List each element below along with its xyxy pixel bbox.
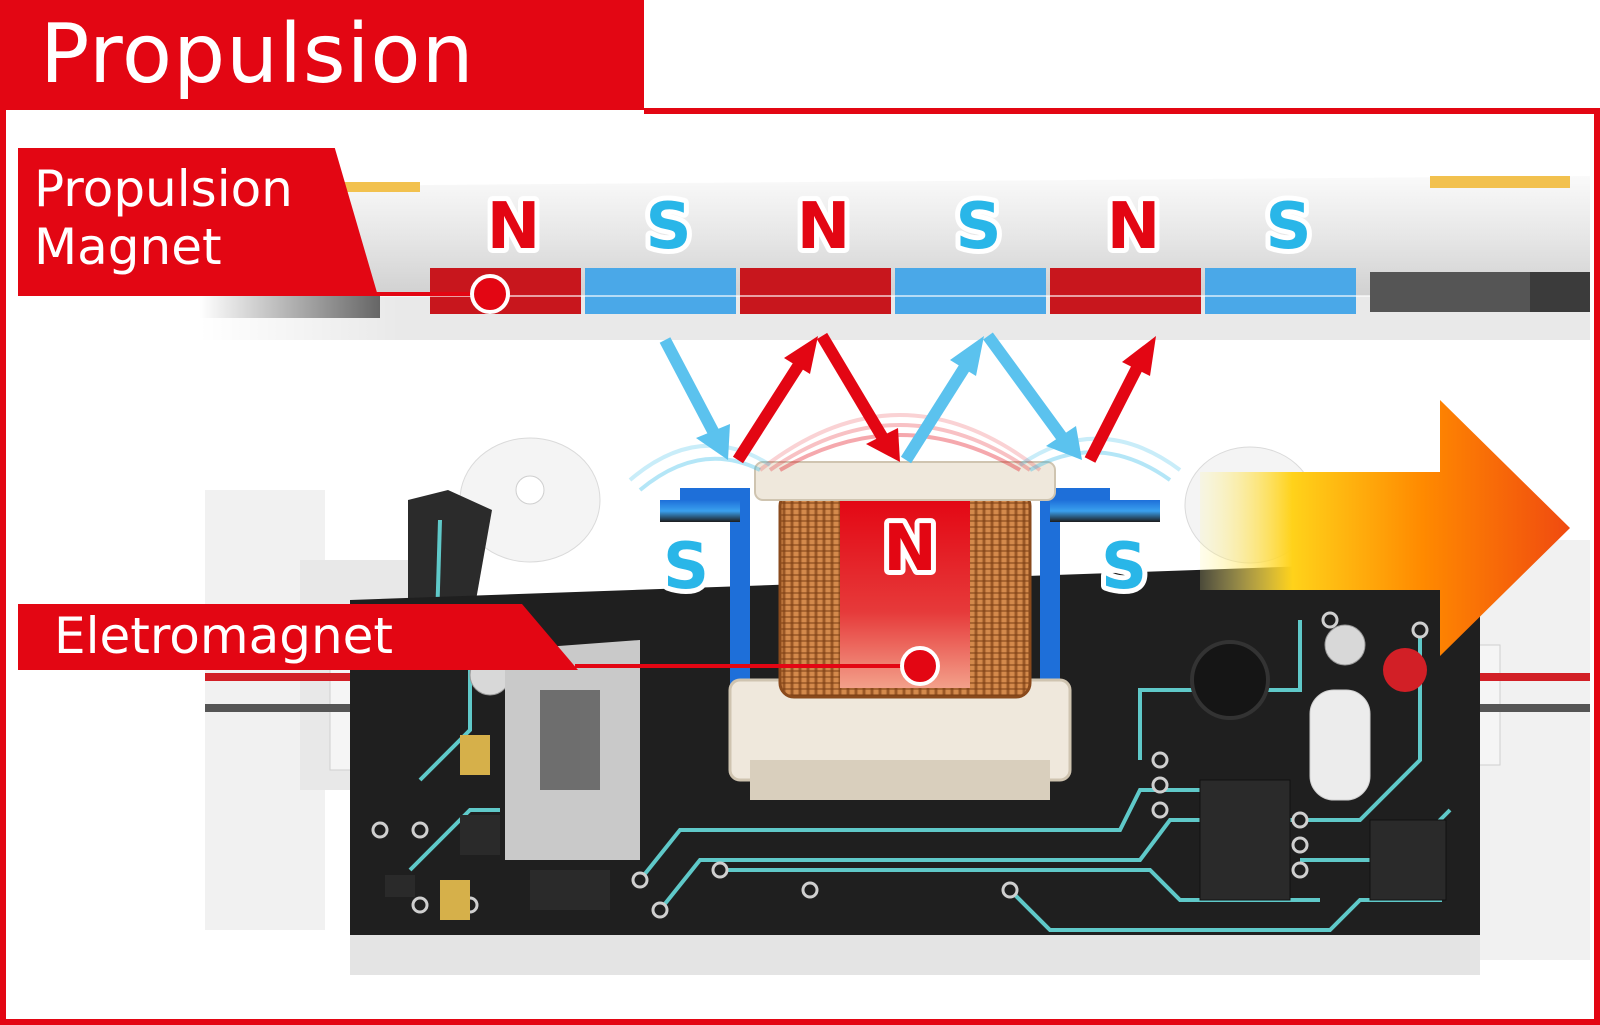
pcb-base-plate (350, 935, 1480, 975)
led (1383, 648, 1427, 692)
rail-yellow-mark (340, 182, 420, 192)
frame-border-bottom (0, 1019, 1600, 1025)
coil-base-front (750, 760, 1050, 800)
ic-chip (1369, 819, 1447, 901)
wheel-hub (515, 475, 545, 505)
rail-dark-segment (1530, 272, 1590, 312)
track-pole-label: N (1107, 190, 1161, 264)
track-pole-label: N (797, 190, 851, 264)
electromagnet (660, 461, 1160, 800)
frame-border-left (0, 108, 6, 1025)
led-holder (1309, 689, 1371, 801)
side-pole-label-right: S (1101, 530, 1147, 604)
track-pole-label: S (645, 190, 691, 264)
track-pole-label: S (1265, 190, 1311, 264)
magnet-segment-south (895, 268, 1046, 314)
pcb-vias (371, 611, 1429, 919)
transistor (460, 815, 500, 855)
magnet-segment-south (585, 268, 736, 314)
smd-component (385, 875, 415, 897)
magnet-segment-north (1050, 268, 1201, 314)
force-arrow-icon (900, 336, 984, 464)
core-pole-label: N (883, 512, 937, 586)
motion-arrow-icon (1200, 400, 1570, 656)
frame-border-right (1594, 108, 1600, 1025)
force-arrow-icon (1084, 336, 1156, 463)
magnet-segment-south (1205, 268, 1356, 314)
capacitor (460, 735, 490, 775)
capacitor (440, 880, 470, 920)
page-title: Propulsion (0, 0, 644, 110)
force-arrow-icon (816, 332, 900, 462)
magnet-segment-north (740, 268, 891, 314)
yoke-pole-right (1050, 500, 1160, 522)
force-arrows (659, 332, 1156, 464)
rail-dark-segment (1370, 272, 1530, 312)
track-pole-label: S (955, 190, 1001, 264)
callout-leaders (372, 274, 940, 686)
force-arrow-icon (983, 332, 1082, 460)
frame-border-top (644, 108, 1600, 114)
force-arrow-icon (732, 336, 818, 464)
inductor (1190, 640, 1270, 720)
ic-chip (1199, 779, 1291, 901)
leader-dot-magnet (470, 274, 510, 314)
leader-dot-electromagnet (900, 646, 940, 686)
propulsion-magnet-label-line2: Magnet (34, 218, 222, 276)
electromagnet-label: Eletromagnet (18, 604, 578, 670)
rail-yellow-mark (1430, 176, 1570, 188)
propulsion-magnet-label: Propulsion Magnet (18, 148, 378, 296)
rail-fade (200, 296, 400, 346)
force-arrow-icon (659, 337, 730, 460)
smd-component (530, 870, 610, 910)
slide-switch-knob (540, 690, 600, 790)
coil-top-cap (754, 461, 1056, 501)
screw (1324, 624, 1366, 666)
track-pole-label: N (487, 190, 541, 264)
yoke-pole-left (660, 500, 740, 522)
propulsion-magnet-track (200, 176, 1590, 346)
propulsion-magnet-label-line1: Propulsion (34, 160, 293, 218)
side-pole-label-left: S (663, 530, 709, 604)
